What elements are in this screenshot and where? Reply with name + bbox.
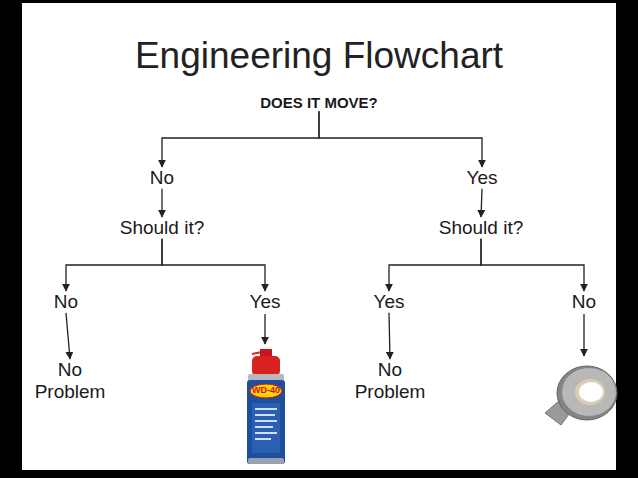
can-base (248, 458, 284, 464)
can-label-line (255, 426, 273, 428)
flow-step: Yes (374, 291, 405, 313)
flow-step: No (572, 291, 596, 313)
flow-connector (319, 111, 482, 167)
flow-step: Yes (250, 291, 281, 313)
can-cap (252, 356, 280, 376)
can-label-line (255, 420, 277, 422)
flow-connector (161, 189, 162, 217)
flow-connector (66, 313, 70, 359)
tape-core (575, 379, 605, 405)
chart-title: Engineering Flowchart (0, 35, 638, 78)
step-text: No Problem (348, 359, 432, 403)
can-label-line (255, 438, 271, 440)
step-text: No (572, 291, 596, 313)
arrow-to-tape (583, 314, 584, 356)
arrow-to-can (264, 314, 265, 344)
tape-roll-edge (557, 366, 617, 420)
can-nozzle (260, 349, 272, 356)
tape-hole (579, 382, 603, 402)
flow-step: No Problem (28, 359, 112, 403)
step-text: No Problem (28, 359, 112, 403)
product-label: WD-40 (252, 385, 280, 396)
flow-connector (389, 313, 390, 359)
step-text: DOES IT MOVE? (260, 94, 378, 111)
flow-connector (162, 111, 319, 167)
can-label-line (255, 414, 275, 416)
flow-step: Should it? (120, 217, 205, 239)
flow-step: No Problem (348, 359, 432, 403)
can-label-panel (252, 403, 280, 453)
spray-can (247, 349, 285, 464)
flow-connector (481, 239, 584, 291)
step-text: Yes (250, 291, 281, 313)
flow-step: Should it? (439, 217, 524, 239)
flow-connector (481, 189, 482, 217)
connector-group (66, 111, 584, 359)
step-text: No (150, 167, 174, 189)
can-body (247, 380, 285, 464)
step-text: Should it? (120, 217, 205, 239)
step-text: Should it? (439, 217, 524, 239)
flow-connector (66, 239, 162, 291)
can-label-line (255, 432, 277, 434)
step-text: Yes (467, 167, 498, 189)
duct-tape (545, 366, 617, 425)
flow-step: DOES IT MOVE? (260, 94, 378, 111)
flow-connector (389, 239, 481, 291)
tape-roll-face (562, 368, 616, 416)
flow-step: Yes (467, 167, 498, 189)
can-label-line (255, 408, 277, 410)
step-text: Yes (374, 291, 405, 313)
step-text: No (54, 291, 78, 313)
flow-step: No (54, 291, 78, 313)
can-badge (250, 384, 282, 398)
flow-step: No (150, 167, 174, 189)
flow-connector (162, 239, 265, 291)
